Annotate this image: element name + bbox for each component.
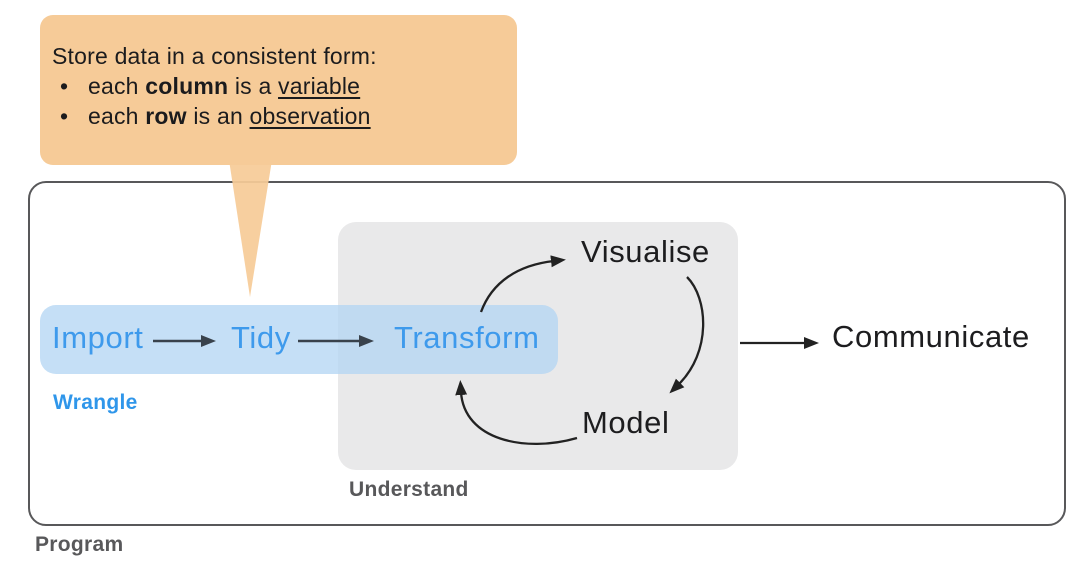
bullet-2-text: each row is an observation [88, 101, 371, 131]
stage-tidy: Tidy [231, 320, 291, 355]
bullet-2-underlined: observation [249, 103, 371, 129]
wrangle-highlight [40, 305, 558, 374]
stage-visualise: Visualise [581, 234, 710, 269]
bullet-icon: • [60, 73, 69, 99]
bullet-1-underlined: variable [278, 73, 361, 99]
callout-bullet-2: • each row is an observation [52, 101, 505, 131]
callout-title: Store data in a consistent form: [52, 43, 377, 69]
bullet-1-pre: each [88, 73, 146, 99]
stage-transform: Transform [394, 320, 540, 355]
group-label-understand: Understand [349, 478, 469, 501]
callout-bullet-1: • each column is a variable [52, 71, 505, 101]
bullet-1-mid: is a [228, 73, 279, 99]
bullet-1-term: column [145, 73, 229, 99]
bullet-2-pre: each [88, 103, 146, 129]
stage-model: Model [582, 405, 670, 440]
group-label-program: Program [35, 533, 124, 556]
stage-import: Import [52, 320, 144, 355]
bullet-icon: • [60, 103, 69, 129]
stage-communicate: Communicate [832, 319, 1030, 354]
bullet-1-text: each column is a variable [88, 71, 360, 101]
group-label-wrangle: Wrangle [53, 391, 138, 414]
bullet-2-mid: is an [186, 103, 250, 129]
callout-box: Store data in a consistent form: • each c… [40, 15, 517, 165]
bullet-2-term: row [145, 103, 187, 129]
